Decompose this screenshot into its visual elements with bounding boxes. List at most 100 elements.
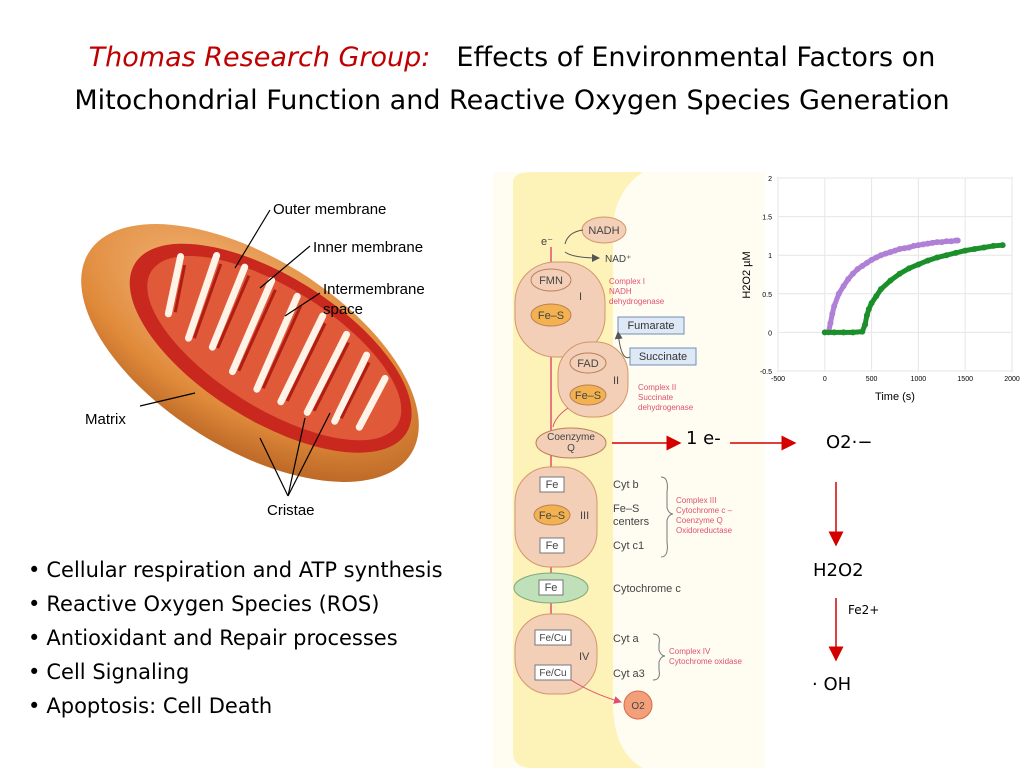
- data-point: [910, 242, 917, 249]
- data-point: [906, 265, 913, 272]
- data-point: [831, 329, 838, 336]
- data-point: [990, 242, 997, 249]
- fmn-label: FMN: [539, 275, 563, 287]
- nad-label: NAD⁺: [605, 254, 631, 265]
- svg-text:Fe–S: Fe–S: [575, 390, 601, 402]
- list-item: Reactive Oxygen Species (ROS): [28, 587, 443, 621]
- iron-ii-label: Fe2+: [848, 603, 880, 617]
- fes-label: Fe–S: [538, 310, 564, 322]
- label-matrix: Matrix: [85, 411, 126, 428]
- label-outer-membrane: Outer membrane: [273, 201, 386, 218]
- data-point: [999, 242, 1006, 249]
- data-point: [915, 261, 922, 268]
- svg-text:Fe: Fe: [545, 582, 558, 594]
- data-point: [887, 249, 894, 256]
- complex-iv-number: IV: [579, 651, 590, 663]
- y-axis-label: H2O2 µM: [741, 251, 753, 298]
- data-point: [924, 257, 931, 264]
- svg-text:O2: O2: [631, 701, 645, 712]
- nadh-label: NADH: [588, 225, 619, 237]
- complex-ii-number: II: [613, 375, 619, 387]
- title-line-1: Effects of Environmental Factors on: [456, 42, 936, 73]
- y-tick-label: 2: [768, 176, 772, 183]
- y-tick-label: 0: [768, 330, 772, 337]
- complex-i-number: I: [579, 291, 582, 303]
- data-point: [840, 329, 847, 336]
- data-point: [952, 249, 959, 256]
- complex-ii-name: Complex II: [638, 383, 676, 392]
- data-point: [943, 252, 950, 259]
- y-tick-label: 1.5: [762, 215, 772, 222]
- svg-text:Fe: Fe: [546, 540, 559, 552]
- data-point: [934, 254, 941, 261]
- label-inner-membrane: Inner membrane: [313, 239, 423, 256]
- data-point: [906, 244, 913, 251]
- data-point: [929, 239, 936, 246]
- data-point: [892, 247, 898, 254]
- y-tick-label: 0.5: [762, 292, 772, 299]
- complex-i-name: Complex I: [609, 277, 645, 286]
- svg-text:Cytochrome c: Cytochrome c: [613, 583, 681, 595]
- complex-iii-name: Complex III: [676, 496, 716, 505]
- complex-iv-name: Complex IV: [669, 647, 711, 656]
- chart-grid: [777, 177, 1013, 372]
- ros-pathway: [612, 435, 844, 662]
- data-point: [859, 328, 866, 335]
- x-tick-label: 2000: [1004, 376, 1020, 383]
- data-point: [934, 239, 941, 246]
- cristae-folds: [164, 251, 389, 431]
- svg-text:dehydrogenase: dehydrogenase: [638, 403, 694, 412]
- svg-text:Coenzyme: Coenzyme: [547, 432, 595, 443]
- x-tick-label: 1500: [957, 376, 973, 383]
- svg-text:Cyt b: Cyt b: [613, 479, 639, 491]
- svg-text:Cyt a3: Cyt a3: [613, 668, 645, 680]
- svg-text:Coenzyme Q: Coenzyme Q: [676, 516, 723, 525]
- label-intermembrane: Intermembrane: [323, 281, 425, 298]
- svg-text:Fumarate: Fumarate: [627, 320, 674, 332]
- data-point: [863, 312, 870, 319]
- data-point: [831, 303, 838, 310]
- svg-text:Fe/Cu: Fe/Cu: [539, 668, 566, 679]
- data-point: [835, 290, 842, 297]
- electron-transport-chain-diagram: NADH e⁻ NAD⁺ FMN Fe–S I Complex I NADH d…: [493, 172, 765, 768]
- hydrogen-peroxide-label: H2O2: [813, 560, 864, 581]
- svg-text:Fe–S: Fe–S: [539, 510, 565, 522]
- svg-text:NADH: NADH: [609, 287, 632, 296]
- data-point: [954, 237, 961, 244]
- x-tick-label: 0: [823, 376, 827, 383]
- x-axis-label: Time (s): [875, 391, 915, 403]
- data-point: [859, 263, 866, 270]
- label-space: space: [323, 301, 363, 318]
- slide-title: Thomas Research Group:Effects of Environ…: [0, 36, 1024, 122]
- data-point: [882, 250, 889, 257]
- data-point: [915, 242, 922, 249]
- svg-text:Succinate: Succinate: [638, 393, 674, 402]
- svg-text:Fe/Cu: Fe/Cu: [539, 633, 566, 644]
- data-point: [862, 321, 869, 328]
- fad-label: FAD: [577, 358, 598, 370]
- data-point: [971, 246, 978, 253]
- svg-text:Cyt a: Cyt a: [613, 633, 640, 645]
- data-point: [873, 293, 880, 300]
- oxygen-node: [623, 690, 653, 720]
- succinate-box: [629, 347, 697, 366]
- svg-text:Oxidoreductase: Oxidoreductase: [676, 526, 733, 535]
- data-point: [868, 300, 875, 307]
- data-point: [920, 241, 927, 248]
- svg-text:Cytochrome oxidase: Cytochrome oxidase: [669, 657, 742, 666]
- data-point: [854, 266, 861, 273]
- list-item: Cellular respiration and ATP synthesis: [28, 553, 442, 587]
- data-point: [901, 245, 908, 252]
- svg-text:Cyt c1: Cyt c1: [613, 540, 644, 552]
- x-tick-label: 1000: [911, 376, 927, 383]
- data-point: [924, 240, 931, 247]
- label-cristae: Cristae: [267, 502, 315, 519]
- y-tick-label: -0.5: [760, 369, 772, 376]
- data-point: [877, 252, 884, 259]
- svg-text:Fe–S: Fe–S: [613, 503, 639, 515]
- topic-list: Cellular respiration and ATP synthesis R…: [28, 553, 443, 723]
- title-line-2: Mitochondrial Function and Reactive Oxyg…: [74, 85, 950, 116]
- svg-text:centers: centers: [613, 516, 650, 528]
- electron-label: e⁻: [541, 236, 553, 248]
